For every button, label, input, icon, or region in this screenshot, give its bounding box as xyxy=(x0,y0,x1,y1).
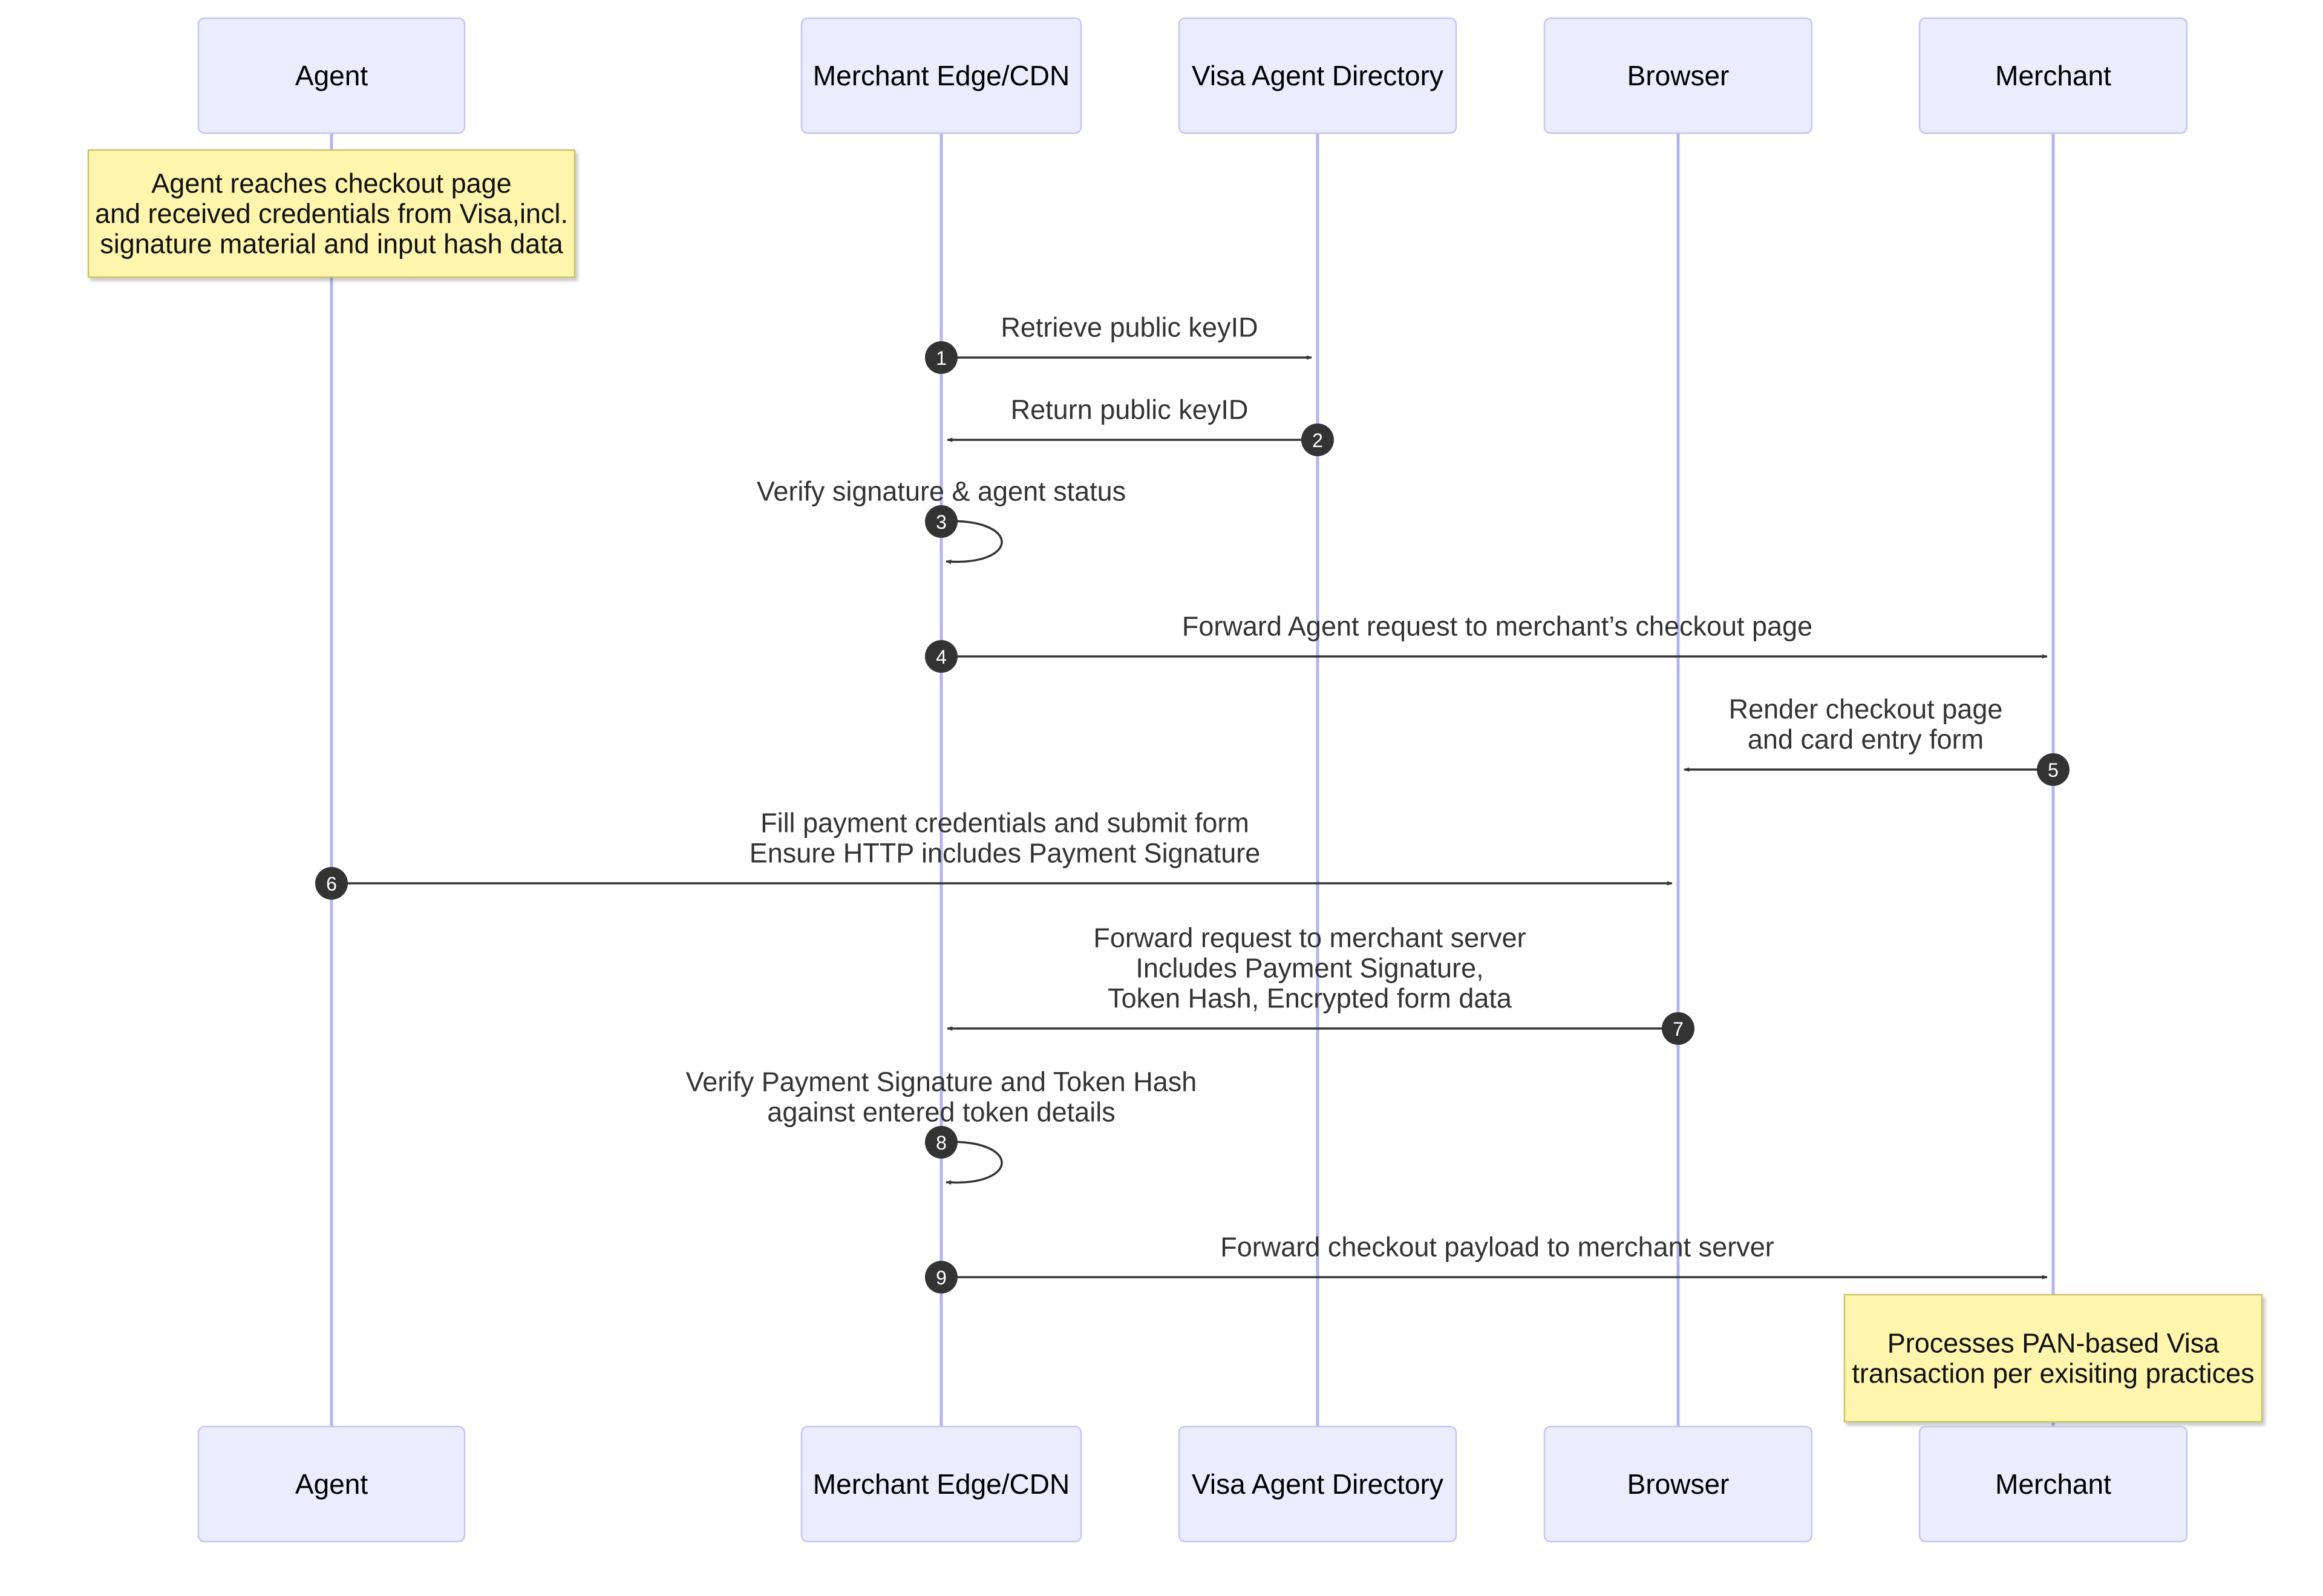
sequence-number-1: 1 xyxy=(925,341,958,374)
actor-box xyxy=(1543,17,1813,134)
actor-box xyxy=(800,17,1082,134)
sequence-number: 2 xyxy=(1312,430,1323,451)
actor-box xyxy=(1178,1425,1457,1543)
sequence-number-8: 8 xyxy=(925,1126,958,1159)
sequence-badge xyxy=(1301,424,1334,456)
note-line: signature material and input hash data xyxy=(100,229,563,260)
sequence-badge xyxy=(1662,1012,1694,1045)
sequence-badge xyxy=(925,1126,958,1159)
note-line: transaction per exisiting practices xyxy=(1852,1358,2254,1389)
actor-merchant-bottom: Merchant xyxy=(1918,1425,2188,1543)
actor-browser-bottom: Browser xyxy=(1543,1425,1813,1543)
message-7: Forward request to merchant serverInclud… xyxy=(947,923,1694,1045)
message-label: and card entry form xyxy=(1748,724,1984,755)
actor-label: Merchant Edge/CDN xyxy=(813,1468,1070,1500)
sequence-number: 5 xyxy=(2048,759,2059,781)
actor-label: Visa Agent Directory xyxy=(1192,1468,1443,1500)
actor-visa-top: Visa Agent Directory xyxy=(1178,17,1457,134)
message-label: against entered token details xyxy=(767,1097,1115,1128)
message-label: Verify Payment Signature and Token Hash xyxy=(686,1067,1197,1097)
message-6: Fill payment credentials and submit form… xyxy=(315,808,1673,900)
sequence-number: 4 xyxy=(936,646,947,668)
actor-visa-bottom: Visa Agent Directory xyxy=(1178,1425,1457,1543)
sequence-badge xyxy=(925,1261,958,1293)
actor-box xyxy=(1918,17,2188,134)
sequence-number: 1 xyxy=(936,347,947,369)
actor-box xyxy=(1918,1425,2188,1543)
sequence-number-2: 2 xyxy=(1301,424,1334,456)
self-arrow xyxy=(941,520,1003,564)
actor-agent-top: Agent xyxy=(197,17,466,134)
sequence-number: 9 xyxy=(936,1267,947,1289)
sequence-number-4: 4 xyxy=(925,640,958,673)
sequence-number-5: 5 xyxy=(2037,753,2070,786)
message-2: Return public keyID 2 xyxy=(947,394,1334,456)
actor-label: Visa Agent Directory xyxy=(1192,60,1443,91)
message-label: Includes Payment Signature, xyxy=(1135,953,1483,984)
actor-box xyxy=(197,1425,466,1543)
actor-agent-bottom: Agent xyxy=(197,1425,466,1543)
message-9: Forward checkout payload to merchant ser… xyxy=(925,1232,2048,1293)
sequence-badge xyxy=(925,505,958,538)
sequence-badge xyxy=(2037,753,2070,786)
actor-label: Merchant xyxy=(1995,1468,2111,1500)
message-label: Token Hash, Encrypted form data xyxy=(1108,983,1512,1014)
sequence-badge xyxy=(925,640,958,673)
actor-edge-top: Merchant Edge/CDN xyxy=(800,17,1082,134)
sequence-number: 8 xyxy=(936,1132,947,1154)
actor-label: Agent xyxy=(295,60,368,91)
sequence-badge xyxy=(925,341,958,374)
message-3: Verify signature & agent status 3 xyxy=(757,476,1126,564)
message-label: Retrieve public keyID xyxy=(1001,312,1258,343)
message-label: Verify signature & agent status xyxy=(757,476,1126,507)
actor-box xyxy=(1178,17,1457,134)
sequence-number: 3 xyxy=(936,511,947,533)
note-line: Processes PAN-based Visa xyxy=(1887,1328,2220,1359)
sequence-number-9: 9 xyxy=(925,1261,958,1293)
actor-label: Merchant xyxy=(1995,60,2111,91)
actor-edge-bottom: Merchant Edge/CDN xyxy=(800,1425,1082,1543)
message-label: Forward checkout payload to merchant ser… xyxy=(1220,1232,1774,1263)
message-label: Return public keyID xyxy=(1011,394,1249,425)
note-line: Agent reaches checkout page xyxy=(151,168,511,199)
sequence-number-3: 3 xyxy=(925,505,958,538)
note-box xyxy=(1843,1293,2263,1423)
sequence-number-6: 6 xyxy=(315,867,348,900)
actor-label: Agent xyxy=(295,1468,368,1500)
message-1: Retrieve public keyID 1 xyxy=(925,312,1312,374)
message-label: Forward request to merchant server xyxy=(1093,923,1526,953)
actor-browser-top: Browser xyxy=(1543,17,1813,134)
message-8: Verify Payment Signature and Token Hasha… xyxy=(686,1067,1197,1185)
actor-label: Browser xyxy=(1627,1468,1730,1500)
actor-merchant-top: Merchant xyxy=(1918,17,2188,134)
message-label: Fill payment credentials and submit form xyxy=(760,808,1249,839)
note-line: and received credentials from Visa,incl. xyxy=(95,198,568,229)
sequence-number-7: 7 xyxy=(1662,1012,1694,1045)
sequence-number: 7 xyxy=(1673,1018,1684,1040)
message-label: Ensure HTTP includes Payment Signature xyxy=(750,838,1261,869)
actor-box xyxy=(197,17,466,134)
actor-box xyxy=(1543,1425,1813,1543)
self-arrow xyxy=(941,1140,1003,1185)
sequence-number: 6 xyxy=(326,873,337,895)
actor-label: Merchant Edge/CDN xyxy=(813,60,1070,91)
message-label: Forward Agent request to merchant’s chec… xyxy=(1182,611,1812,642)
note-box xyxy=(87,149,576,278)
actor-box xyxy=(800,1425,1082,1543)
actor-label: Browser xyxy=(1627,60,1730,91)
sequence-badge xyxy=(315,867,348,900)
message-label: Render checkout page xyxy=(1729,694,2003,725)
message-4: Forward Agent request to merchant’s chec… xyxy=(925,611,2048,673)
